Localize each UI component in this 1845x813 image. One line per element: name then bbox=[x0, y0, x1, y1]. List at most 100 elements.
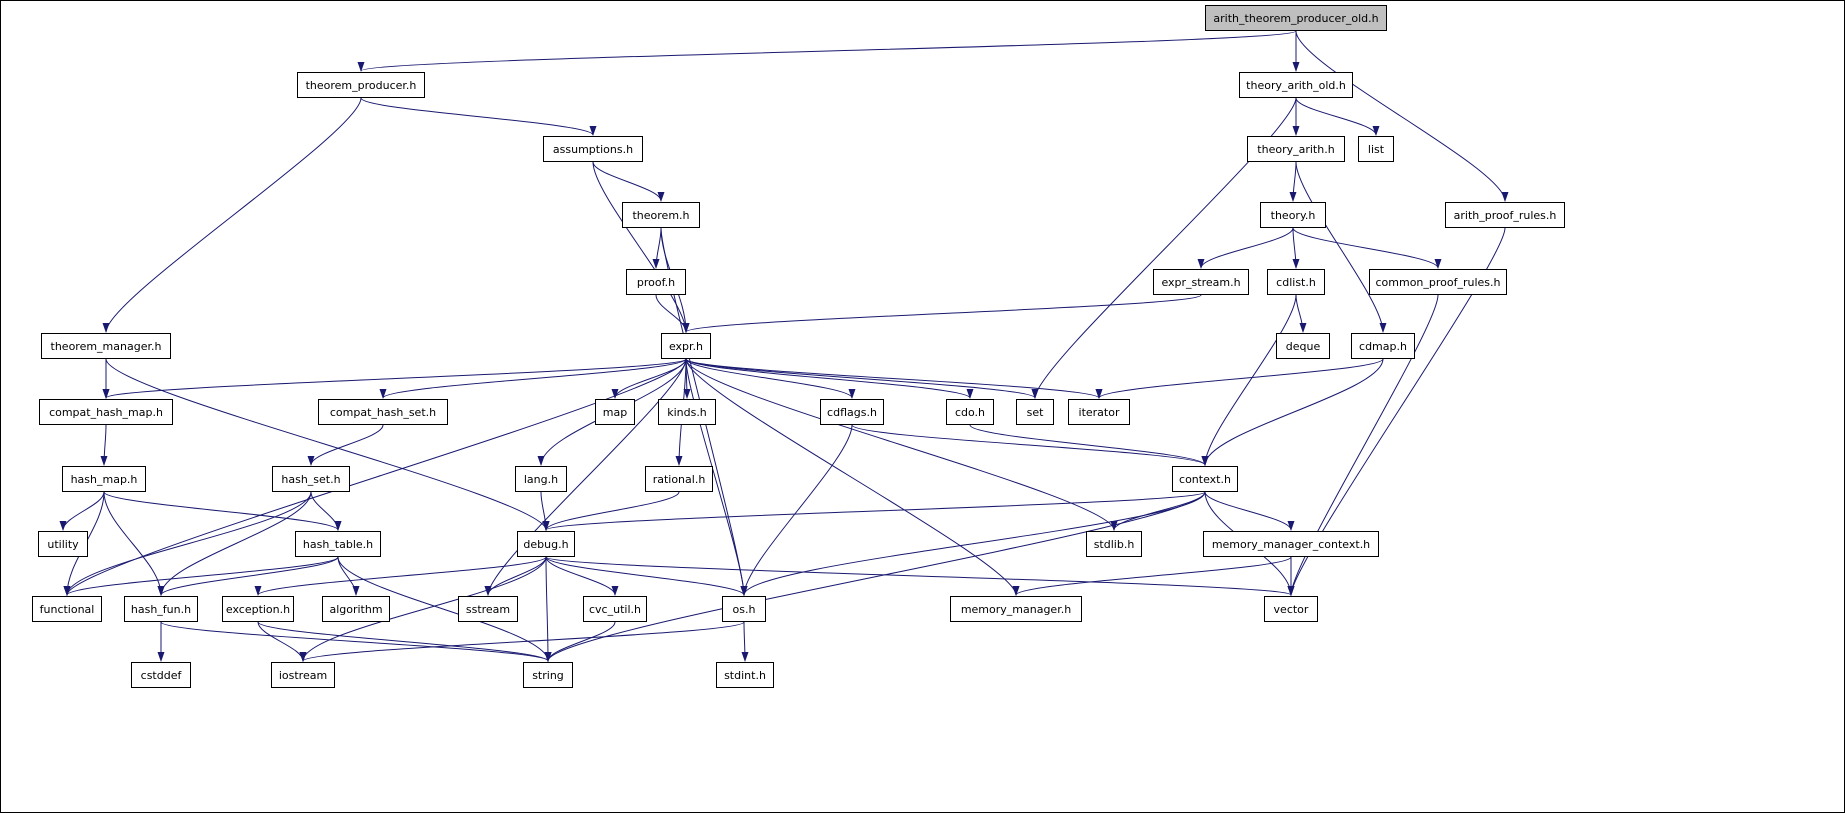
graph-node-label: assumptions.h bbox=[552, 142, 634, 156]
graph-node-sstream: sstream bbox=[458, 596, 518, 622]
graph-node-theory-arith-old-h[interactable]: theory_arith_old.h bbox=[1239, 72, 1353, 98]
include-edge-theory-h-to-common-proof-rules-h bbox=[1292, 227, 1442, 269]
graph-node-label: proof.h bbox=[636, 275, 676, 289]
graph-node-label: hash_fun.h bbox=[130, 602, 192, 616]
include-edge-expr-h-to-set bbox=[685, 358, 1039, 399]
graph-node-assumptions-h[interactable]: assumptions.h bbox=[543, 136, 643, 162]
include-edge-expr-h-to-compat-hash-map-h bbox=[102, 358, 687, 399]
graph-node-utility: utility bbox=[38, 531, 88, 557]
graph-node-memory-manager-h[interactable]: memory_manager.h bbox=[950, 596, 1082, 622]
include-edge-hash-table-h-to-hash-fun-h bbox=[157, 556, 339, 596]
graph-node-kinds-h[interactable]: kinds.h bbox=[658, 399, 716, 425]
include-edge-rational-h-to-debug-h bbox=[542, 491, 680, 531]
graph-node-context-h[interactable]: context.h bbox=[1172, 466, 1238, 492]
graph-node-hash-map-h[interactable]: hash_map.h bbox=[62, 466, 146, 492]
include-edge-hash-map-h-to-hash-fun-h bbox=[103, 491, 165, 596]
graph-node-label: memory_manager.h bbox=[960, 602, 1072, 616]
graph-node-label: exception.h bbox=[225, 602, 291, 616]
include-edge-theory-h-to-expr-stream-h bbox=[1197, 227, 1294, 269]
graph-node-string: string bbox=[523, 662, 573, 688]
include-edge-exception-h-to-iostream bbox=[257, 621, 307, 662]
graph-node-label: vector bbox=[1273, 602, 1309, 616]
graph-node-label: utility bbox=[47, 537, 79, 551]
graph-node-exception-h[interactable]: exception.h bbox=[222, 596, 294, 622]
include-edge-memory-manager-context-h-to-memory-manager-h bbox=[1012, 556, 1292, 596]
include-edge-debug-h-to-string bbox=[544, 556, 552, 662]
include-edge-theory-arith-old-h-to-set bbox=[1031, 97, 1297, 399]
graph-node-cstddef: cstddef bbox=[131, 662, 191, 688]
graph-node-set: set bbox=[1016, 399, 1054, 425]
graph-node-label: iostream bbox=[278, 668, 328, 682]
graph-node-label: stdlib.h bbox=[1093, 537, 1135, 551]
graph-node-common-proof-rules-h[interactable]: common_proof_rules.h bbox=[1369, 269, 1507, 295]
include-edge-cvc-util-h-to-string bbox=[544, 621, 616, 662]
graph-node-label: hash_set.h bbox=[281, 472, 341, 486]
graph-node-cdmap-h[interactable]: cdmap.h bbox=[1351, 333, 1415, 359]
graph-node-arith-proof-rules-h[interactable]: arith_proof_rules.h bbox=[1445, 202, 1565, 228]
include-edge-assumptions-h-to-theorem-h bbox=[592, 161, 665, 202]
include-edge-hash-set-h-to-hash-fun-h bbox=[157, 491, 312, 596]
graph-node-map: map bbox=[595, 399, 635, 425]
graph-node-proof-h[interactable]: proof.h bbox=[626, 269, 686, 295]
graph-node-theory-h[interactable]: theory.h bbox=[1260, 202, 1326, 228]
include-edge-hash-fun-h-to-string bbox=[160, 621, 552, 662]
graph-node-label: sstream bbox=[465, 602, 511, 616]
graph-node-label: algorithm bbox=[329, 602, 383, 616]
graph-node-theorem-h[interactable]: theorem.h bbox=[622, 202, 700, 228]
include-edge-os-h-to-stdint-h bbox=[741, 621, 749, 662]
graph-node-os-h[interactable]: os.h bbox=[722, 596, 766, 622]
include-edge-theorem-producer-h-to-theorem-manager-h bbox=[102, 97, 362, 333]
graph-node-debug-h[interactable]: debug.h bbox=[517, 531, 575, 557]
graph-node-label: cdlist.h bbox=[1276, 275, 1316, 289]
include-edge-cdo-h-to-context-h bbox=[969, 424, 1209, 466]
include-edge-theory-arith-h-to-theory-h bbox=[1289, 161, 1297, 202]
include-edge-debug-h-to-iostream bbox=[299, 556, 547, 662]
include-edge-expr-stream-h-to-expr-h bbox=[682, 294, 1202, 333]
include-edge-compat-hash-map-h-to-hash-map-h bbox=[100, 424, 108, 466]
graph-node-compat-hash-map-h[interactable]: compat_hash_map.h bbox=[39, 399, 173, 425]
graph-node-label: compat_hash_map.h bbox=[49, 405, 163, 419]
graph-node-theorem-manager-h[interactable]: theorem_manager.h bbox=[41, 333, 171, 359]
graph-node-cdlist-h[interactable]: cdlist.h bbox=[1267, 269, 1325, 295]
graph-node-label: lang.h bbox=[523, 472, 559, 486]
graph-node-expr-h[interactable]: expr.h bbox=[661, 333, 711, 359]
graph-node-theory-arith-h[interactable]: theory_arith.h bbox=[1247, 136, 1345, 162]
graph-node-expr-stream-h[interactable]: expr_stream.h bbox=[1153, 269, 1249, 295]
graph-node-label: iterator bbox=[1078, 405, 1120, 419]
graph-node-label: cvc_util.h bbox=[589, 602, 641, 616]
include-edge-theorem-h-to-proof-h bbox=[652, 227, 662, 269]
include-edge-arith-proof-rules-h-to-vector bbox=[1287, 227, 1506, 596]
graph-node-label: stdint.h bbox=[724, 668, 766, 682]
include-edge-theorem-manager-h-to-debug-h bbox=[105, 358, 550, 531]
graph-node-label: rational.h bbox=[652, 472, 706, 486]
graph-node-cdflags-h[interactable]: cdflags.h bbox=[820, 399, 884, 425]
graph-node-label: list bbox=[1367, 142, 1385, 156]
include-edge-hash-table-h-to-algorithm bbox=[337, 556, 360, 596]
graph-node-cvc-util-h[interactable]: cvc_util.h bbox=[583, 596, 647, 622]
graph-node-iostream: iostream bbox=[271, 662, 335, 688]
include-edge-context-h-to-memory-manager-context-h bbox=[1204, 491, 1295, 531]
include-edge-os-h-to-iostream bbox=[299, 621, 745, 662]
include-edge-expr-h-to-memory-manager-h bbox=[685, 358, 1020, 596]
graph-node-hash-table-h[interactable]: hash_table.h bbox=[295, 531, 381, 557]
graph-node-hash-set-h[interactable]: hash_set.h bbox=[272, 466, 350, 492]
graph-node-rational-h[interactable]: rational.h bbox=[645, 466, 713, 492]
include-edge-exception-h-to-string bbox=[257, 621, 552, 662]
graph-node-compat-hash-set-h[interactable]: compat_hash_set.h bbox=[318, 399, 448, 425]
graph-node-label: expr.h bbox=[668, 339, 704, 353]
graph-node-memory-manager-context-h[interactable]: memory_manager_context.h bbox=[1203, 531, 1379, 557]
graph-node-theorem-producer-h[interactable]: theorem_producer.h bbox=[297, 72, 425, 98]
graph-node-cdo-h[interactable]: cdo.h bbox=[946, 399, 994, 425]
include-edge-hash-table-h-to-string bbox=[337, 556, 552, 662]
graph-node-lang-h[interactable]: lang.h bbox=[515, 466, 567, 492]
graph-node-label: theory_arith.h bbox=[1257, 142, 1335, 156]
graph-node-label: set bbox=[1026, 405, 1044, 419]
include-edge-context-h-to-debug-h bbox=[542, 491, 1206, 531]
graph-node-label: string bbox=[532, 668, 564, 682]
graph-node-hash-fun-h[interactable]: hash_fun.h bbox=[124, 596, 198, 622]
graph-node-list: list bbox=[1358, 136, 1394, 162]
graph-node-label: debug.h bbox=[523, 537, 569, 551]
include-edge-debug-h-to-os-h bbox=[545, 556, 748, 596]
